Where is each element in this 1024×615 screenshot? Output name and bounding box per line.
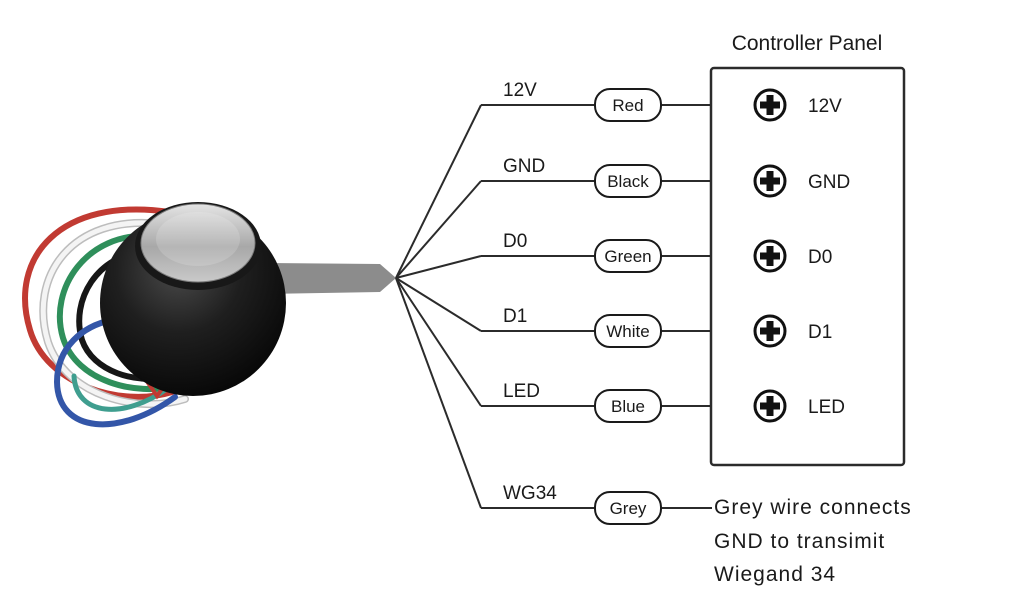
- controller-panel-box: [709, 66, 906, 467]
- wire-loop-blue: [53, 317, 178, 428]
- signal-label-gnd: GND: [503, 156, 545, 177]
- note-line-1: Grey wire connects: [714, 496, 912, 519]
- fanout-lines: [395, 104, 482, 509]
- wire-pill-blue: [594, 389, 662, 423]
- screw-terminal-icon: [753, 314, 787, 348]
- device-cable: [264, 263, 396, 294]
- wire-row-led: LED Blue: [481, 381, 711, 423]
- signal-label-led: LED: [503, 381, 540, 402]
- wire-row-gnd: GND Black: [481, 156, 711, 198]
- terminal-label-12v: 12V: [808, 96, 842, 117]
- terminal-12v: 12V: [753, 88, 842, 122]
- screw-terminal-icon: [753, 164, 787, 198]
- wire-pill-label-blue: Blue: [611, 397, 645, 416]
- wire-row-d1: D1 White: [481, 306, 711, 348]
- reader-device: [22, 202, 396, 428]
- wire-row-12v: 12V Red: [481, 80, 711, 122]
- signal-label-wg34: WG34: [503, 483, 557, 504]
- wire-pill-red: [594, 88, 662, 122]
- signal-label-d0: D0: [503, 231, 527, 252]
- screw-terminal-icon: [753, 389, 787, 423]
- fanout-line-12v: [395, 104, 482, 279]
- wire-pill-label-red: Red: [612, 96, 643, 115]
- device-cap-highlight: [156, 212, 240, 266]
- screw-terminal-icon: [753, 88, 787, 122]
- fanout-line-gnd: [395, 180, 482, 279]
- signal-label-d1: D1: [503, 306, 527, 327]
- terminal-label-d1: D1: [808, 322, 832, 343]
- wire-loop-red: [22, 206, 175, 400]
- wire-loop-teal: [71, 373, 171, 412]
- terminal-d0: D0: [753, 239, 832, 273]
- wire-loop-green: [56, 232, 179, 393]
- terminal-label-d0: D0: [808, 247, 832, 268]
- terminal-label-led: LED: [808, 397, 845, 418]
- wire-pill-label-black: Black: [607, 172, 649, 191]
- note-line-3: Wiegand 34: [714, 563, 836, 586]
- terminal-gnd: GND: [753, 164, 850, 198]
- fanout-line-wg34: [395, 277, 482, 509]
- wire-loop-white: [40, 220, 188, 407]
- controller-panel: Controller Panel 12V GND D0 D1: [709, 32, 906, 467]
- controller-panel-title: Controller Panel: [732, 32, 883, 55]
- terminal-led: LED: [753, 389, 845, 423]
- wire-row-d0: D0 Green: [481, 231, 711, 273]
- wire-pill-label-grey: Grey: [610, 499, 647, 518]
- wire-pill-white: [594, 314, 662, 348]
- fanout-line-d1: [395, 277, 482, 332]
- grey-wire-note: Grey wire connects GND to transimit Wieg…: [714, 496, 912, 586]
- fanout-line-led: [395, 277, 482, 407]
- fanout-line-d0: [395, 255, 482, 279]
- wire-pill-label-white: White: [606, 322, 649, 341]
- terminal-d1: D1: [753, 314, 832, 348]
- signal-label-12v: 12V: [503, 80, 537, 101]
- wire-pill-black: [594, 164, 662, 198]
- note-line-2: GND to transimit: [714, 530, 885, 553]
- terminal-label-gnd: GND: [808, 172, 850, 193]
- screw-terminal-icon: [753, 239, 787, 273]
- device-metal-cap: [140, 203, 256, 283]
- wire-row-wg34: WG34 Grey: [481, 483, 712, 525]
- wire-pill-label-green: Green: [604, 247, 651, 266]
- wire-pill-grey: [594, 491, 662, 525]
- wire-pill-green: [594, 239, 662, 273]
